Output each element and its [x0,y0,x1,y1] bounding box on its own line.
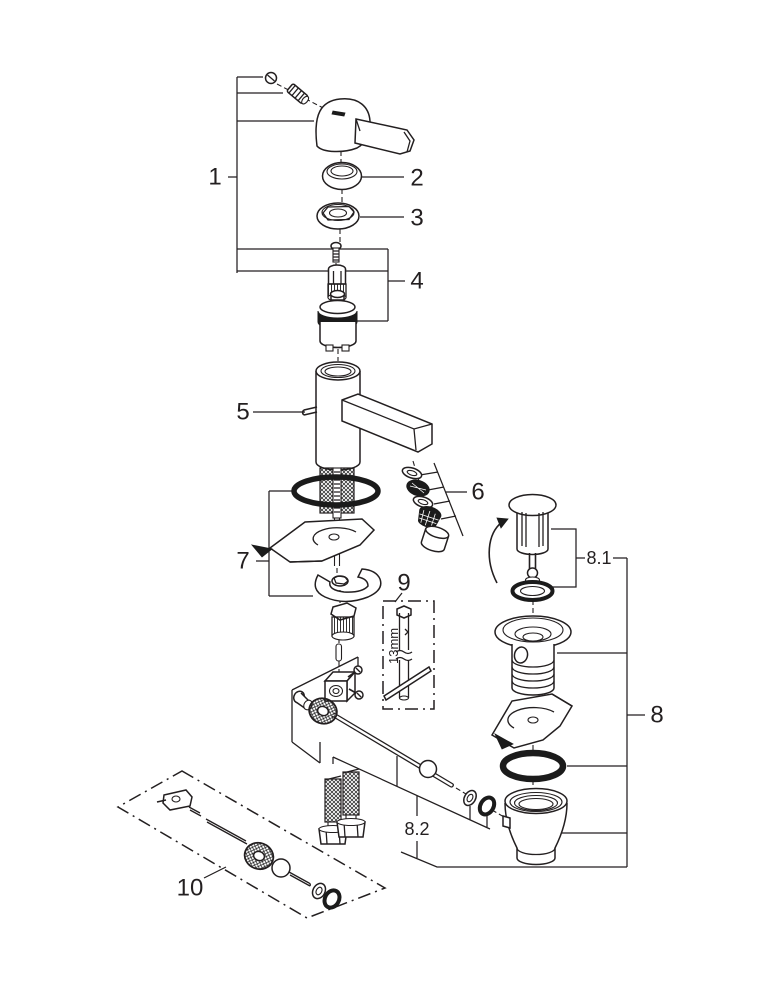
kit-ball [271,858,291,878]
pop-up-plug [488,493,557,602]
rod-seal [477,795,497,817]
ring-nut [316,202,360,230]
rod-segments [188,806,248,845]
kit-knurled-wheel [243,841,275,871]
tool-box: 13mm [382,600,435,710]
aerator-stack [401,466,450,553]
drain-body-ear [502,815,511,829]
block-screw-bottom [348,688,364,700]
leader-lines [203,76,645,879]
part-label-9: 9 [397,570,410,597]
cartridge [317,289,358,352]
supply-hoses-and-stud [291,467,381,566]
part-label-4: 4 [410,268,423,295]
plug-o-ring [510,580,555,602]
part-label-2: 2 [410,165,423,192]
kit-washer [311,882,327,900]
linkage-pin [335,643,343,662]
part-label-1: 1 [208,164,221,191]
cartridge-screw [330,241,342,263]
linkage-block [323,670,357,703]
kit-rod-tip [288,871,311,887]
socket-tool [383,605,432,702]
drain-o-ring [499,749,567,783]
tool-crossbar [383,665,432,702]
horseshoe-washer [314,568,382,603]
kit-seal [322,888,342,910]
part-label-5: 5 [236,399,249,426]
drain-body [502,787,568,866]
aerator-strainer [418,506,442,528]
rotate-arrow [488,521,503,584]
mounting-wedge [250,518,376,563]
part-label-10: 10 [177,875,204,902]
mounting-plate-outline [291,656,359,764]
flange-side-hole [513,646,529,664]
part-label-8-2: 8.2 [404,819,429,839]
pull-rod-kit-box [116,770,387,919]
handle-cap-screw [264,71,278,85]
mounting-nut [330,602,357,641]
tool-size-label: 13mm [386,628,401,664]
escutcheon-ring [321,161,363,191]
handle-set-screw [286,83,310,105]
block-screw-top [347,665,363,678]
part-label-7: 7 [236,548,249,575]
drain-flange [494,615,572,696]
flex-hoses [318,757,366,845]
handle-lever [315,98,415,155]
aerator-housing [420,525,450,553]
rod-elbow [156,789,193,811]
part-label-6: 6 [471,479,484,506]
knurled-wheel [308,697,338,725]
part-label-3: 3 [410,205,423,232]
faucet-body [301,361,433,471]
body-side-pin [301,406,318,416]
pull-rod-lower [331,712,497,817]
flex-hose-right [336,768,366,838]
part-label-8-1: 8.1 [586,548,611,568]
body-o-ring [291,474,381,508]
drain-wedge-gasket [490,693,574,750]
part-label-8: 8 [650,702,663,729]
